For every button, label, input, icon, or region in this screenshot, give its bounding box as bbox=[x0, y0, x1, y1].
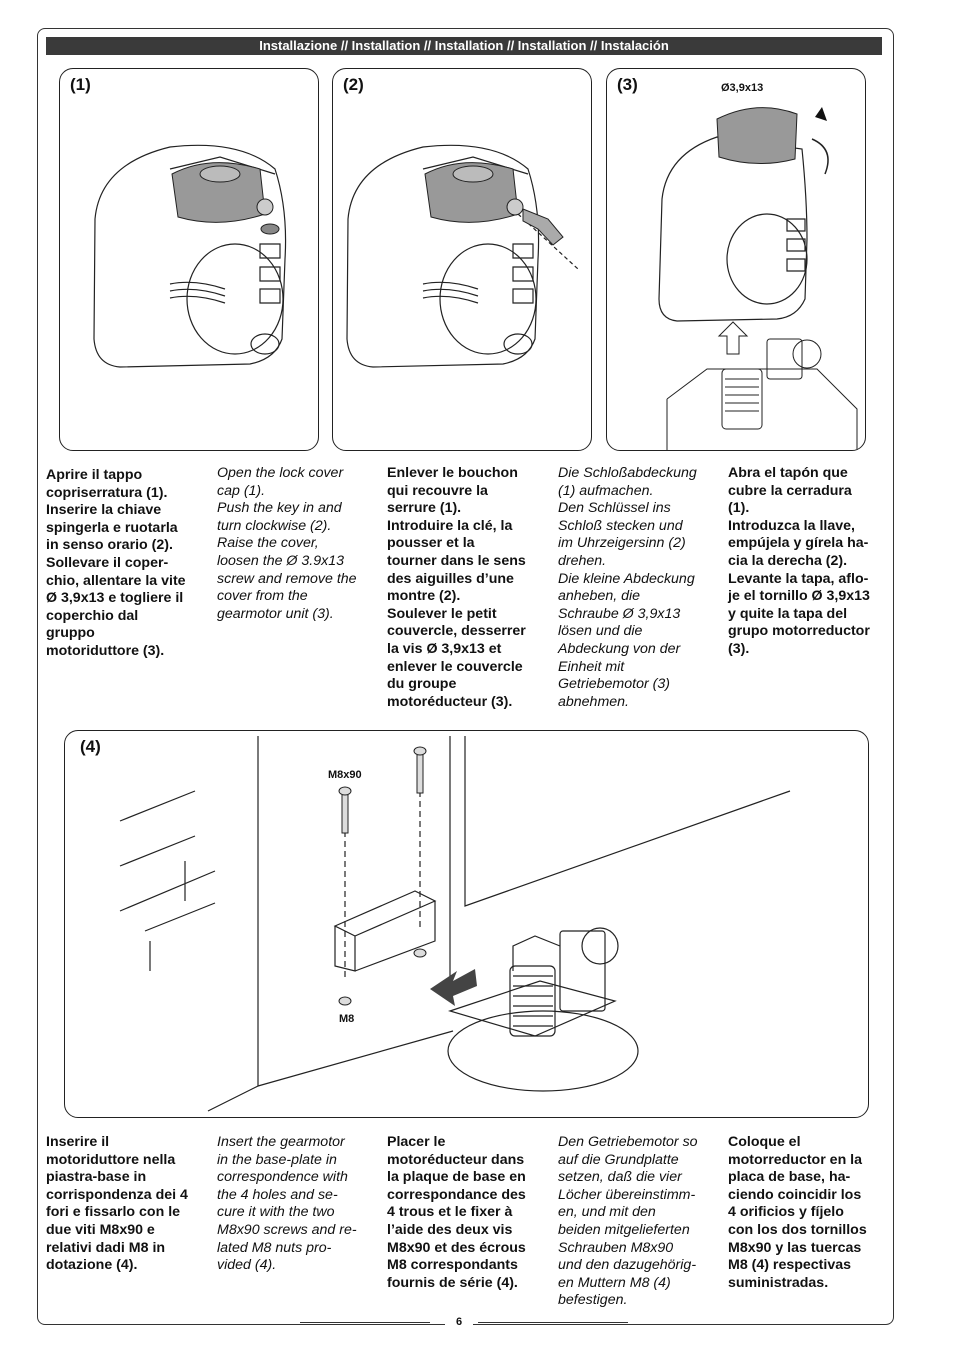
step1-text-english: Open the lock cover cap (1). Push the ke… bbox=[217, 465, 357, 622]
nut-label-4: M8 bbox=[339, 1013, 355, 1025]
figure-1-panel: (1) bbox=[59, 68, 319, 451]
step2-text-english: Insert the gearmotor in the base-plate i… bbox=[217, 1134, 357, 1274]
figure-2-label: (2) bbox=[343, 75, 364, 94]
screw-label-3: Ø3,9x13 bbox=[721, 82, 764, 94]
screw-label-4: M8x90 bbox=[328, 769, 362, 781]
figure-1-label: (1) bbox=[70, 75, 91, 94]
step1-text-german: Die Schloßabdeckung (1) aufmachen. Den S… bbox=[558, 465, 697, 710]
step2-text-french: Placer le motoréducteur dans la plaque d… bbox=[387, 1134, 526, 1291]
page-number: 6 bbox=[445, 1316, 473, 1328]
footer-rule-right bbox=[478, 1322, 628, 1323]
step2-text-german: Den Getriebemotor so auf die Grundplatte… bbox=[558, 1134, 698, 1309]
figure-4-label: (4) bbox=[80, 737, 101, 756]
gearmotor-cover-illustration bbox=[658, 107, 858, 450]
step1-text-spanish: Abra el tapón que cubre la cerradura (1)… bbox=[728, 465, 870, 657]
step1-text-french: Enlever le bouchon qui recouvre la serru… bbox=[387, 465, 526, 710]
step1-text-italian: Aprire il tappo copriserratura (1). Inse… bbox=[46, 467, 186, 659]
step2-text-italian: Inserire il motoriduttore nella piastra-… bbox=[46, 1134, 188, 1274]
figure-4-panel: (4) M8x90 M8 bbox=[64, 730, 869, 1118]
step2-text-spanish: Coloque el motorreductor en la placa de … bbox=[728, 1134, 867, 1291]
footer-rule-left bbox=[300, 1322, 430, 1323]
figure-2-panel: (2) bbox=[332, 68, 592, 451]
motor-housing-illustration bbox=[93, 144, 287, 368]
figure-3-panel: (3) Ø3,9x13 bbox=[606, 68, 866, 451]
base-plate-installation-illustration bbox=[119, 736, 791, 1112]
figure-3-label: (3) bbox=[617, 75, 638, 94]
motor-key-illustration bbox=[346, 144, 579, 368]
section-header: Installazione // Installation // Install… bbox=[46, 37, 882, 55]
